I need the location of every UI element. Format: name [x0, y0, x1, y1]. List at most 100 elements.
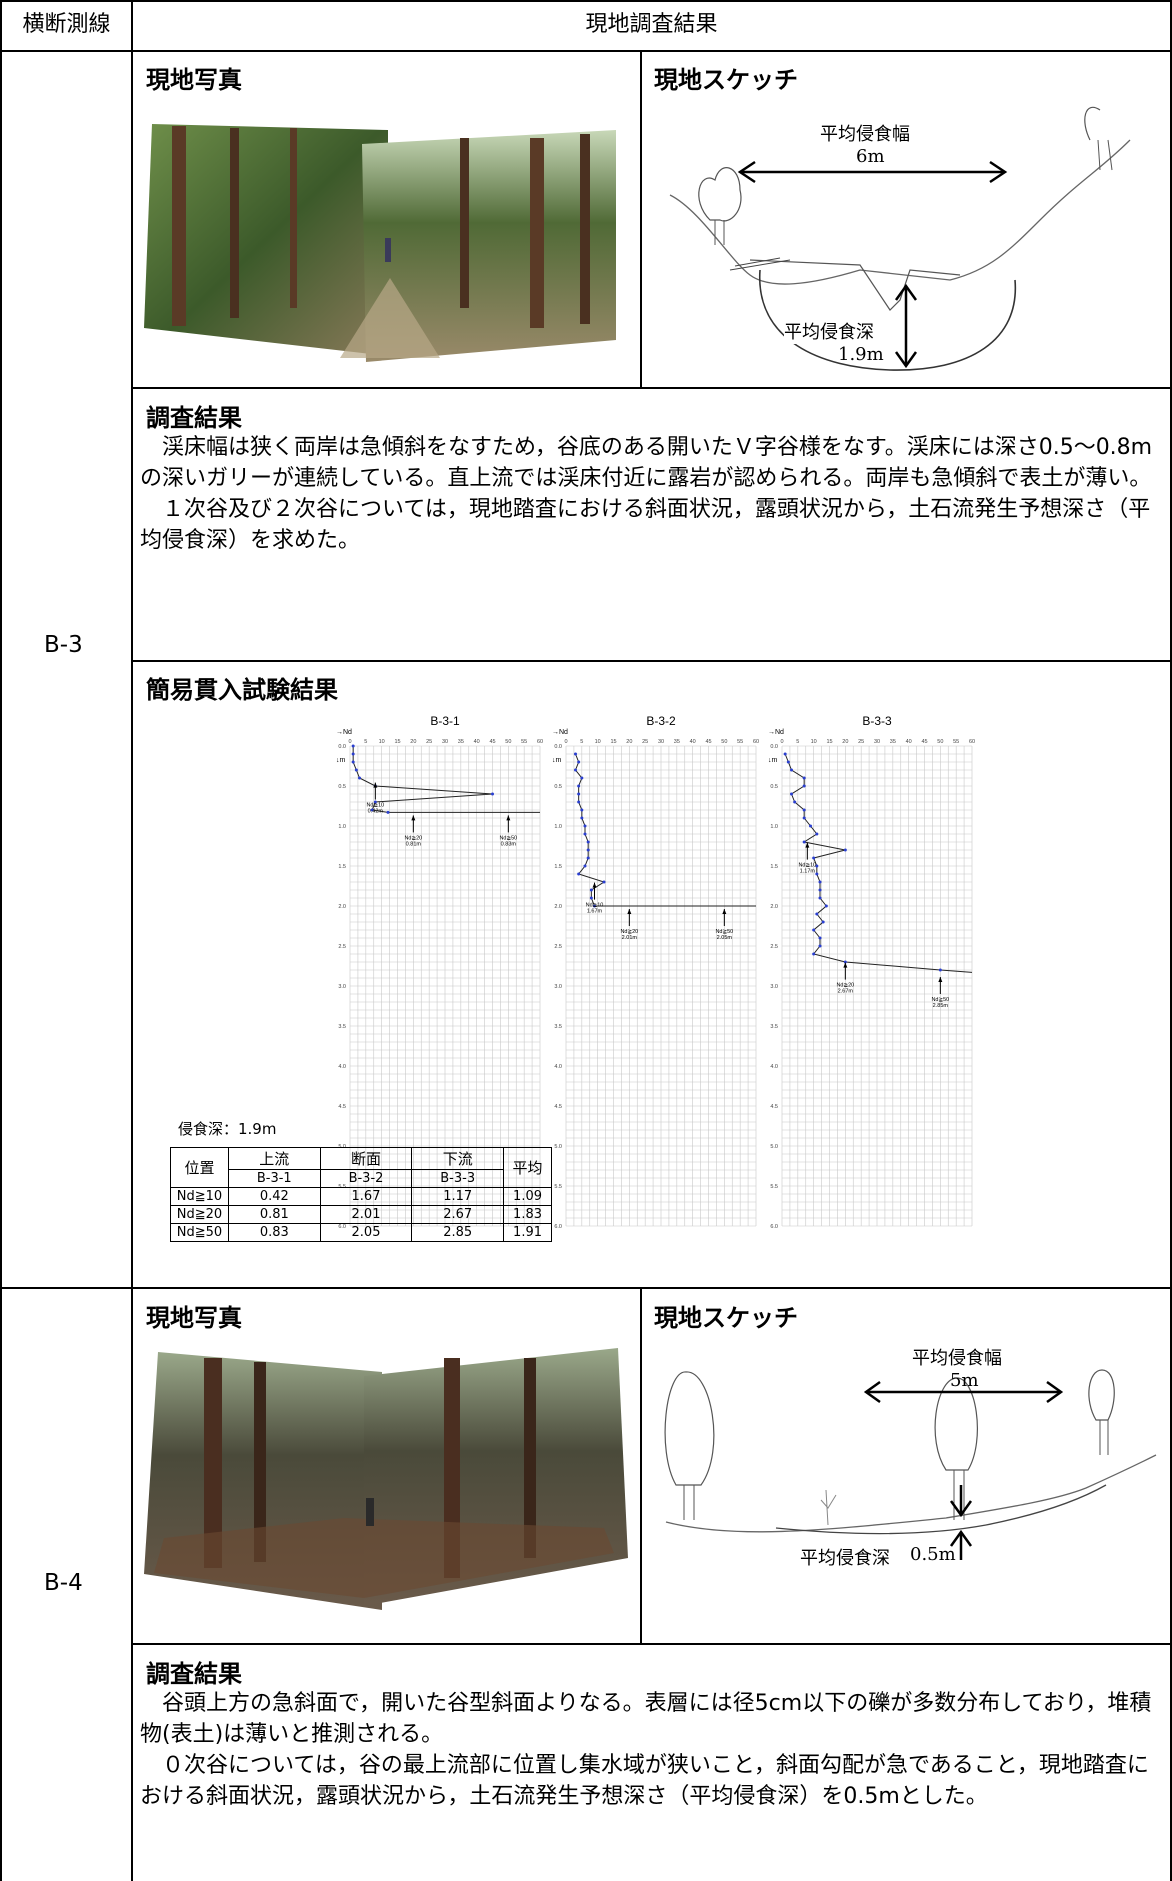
y-tick-label: 3.5: [770, 1024, 778, 1030]
data-point: [790, 792, 793, 796]
data-point: [843, 848, 847, 852]
b4-sketch-width-label: 平均侵食幅: [912, 1348, 1002, 1369]
data-point: [815, 912, 819, 916]
annotation-arrowhead: [411, 815, 416, 821]
y-tick-label: 2.5: [338, 944, 346, 950]
b4-result-text: 谷頭上方の急斜面で，開いた谷型斜面よりなる。表層には径5cm以下の礫が多数分布し…: [140, 1691, 1152, 1809]
b3-sketch-width-label: 平均侵食幅: [820, 124, 910, 145]
y-tick-label: 2.0: [554, 904, 562, 910]
data-point: [351, 752, 355, 756]
b4-label: B-4: [44, 1570, 83, 1596]
b3-sketch-title: 現地スケッチ: [654, 66, 798, 94]
y-tick-label: 6.0: [554, 1224, 562, 1230]
data-point: [815, 864, 819, 868]
y-axis-label: ↓m: [552, 757, 562, 764]
y-tick-label: 3.5: [554, 1024, 562, 1030]
b3-erosion-depth: 侵食深：1.9m: [178, 1120, 277, 1138]
x-tick-label: 45: [921, 739, 927, 745]
b3-sketch-width-value: 6m: [856, 146, 885, 167]
x-tick-label: 10: [595, 739, 601, 745]
annotation-arrowhead: [805, 842, 810, 848]
y-tick-label: 2.5: [554, 944, 562, 950]
data-point: [577, 784, 581, 788]
x-tick-label: 25: [426, 739, 432, 745]
annotation-arrowhead: [722, 909, 727, 914]
chart-title: B-3-2: [646, 714, 676, 728]
th-b3-1: B-3-1: [227, 1169, 321, 1188]
cell-key: Nd≧10: [170, 1187, 229, 1206]
data-point: [821, 920, 825, 924]
chart-title: B-3-3: [862, 714, 892, 728]
series-line: [574, 753, 756, 907]
data-point: [358, 776, 361, 780]
data-point: [351, 744, 355, 748]
data-point: [802, 840, 806, 844]
data-point: [586, 848, 590, 852]
x-tick-label: 55: [737, 739, 743, 745]
annotation-value: 1.17m: [800, 869, 816, 875]
b3-result-text: 渓床幅は狭く両岸は急傾斜をなすため，谷底のある開いたＶ字谷様をなす。渓床には深さ…: [140, 435, 1153, 553]
data-point: [586, 856, 590, 860]
y-tick-label: 1.5: [554, 864, 562, 870]
cell-value: 1.67: [319, 1187, 413, 1206]
y-tick-label: 3.5: [338, 1024, 346, 1030]
cell-value: 2.05: [319, 1223, 413, 1242]
b3-result-title: 調査結果: [146, 404, 242, 432]
x-tick-label: 45: [705, 739, 711, 745]
table-border-top: [0, 0, 1172, 2]
data-point: [818, 888, 822, 892]
x-tick-label: 5: [364, 739, 367, 745]
x-tick-label: 30: [874, 739, 880, 745]
th-average: 平均: [503, 1147, 552, 1188]
data-point: [809, 824, 812, 828]
y-tick-label: 2.0: [338, 904, 346, 910]
y-tick-label: 0.5: [554, 784, 562, 790]
x-tick-label: 15: [610, 739, 616, 745]
b3-b4-divider: [0, 1287, 1172, 1289]
cell-value: 0.83: [227, 1223, 321, 1242]
data-point: [580, 776, 584, 780]
b3-site-sketch: [669, 106, 1131, 371]
b4-site-sketch: [664, 1369, 1157, 1560]
x-tick-label: 20: [626, 739, 632, 745]
cell-value: 0.42: [227, 1187, 321, 1206]
header-divider: [0, 50, 1172, 52]
annotation-value: 2.05m: [717, 935, 733, 941]
y-tick-label: 1.0: [770, 824, 778, 830]
data-point: [815, 832, 819, 836]
x-tick-label: 40: [690, 739, 696, 745]
x-tick-label: 15: [826, 739, 832, 745]
data-point: [824, 904, 828, 908]
data-point: [583, 832, 587, 836]
annotation-label: Nd≧10: [366, 803, 384, 809]
data-point: [818, 936, 822, 940]
x-tick-label: 0: [348, 739, 351, 745]
y-tick-label: 4.5: [770, 1104, 778, 1110]
data-point: [351, 760, 355, 764]
x-tick-label: 60: [969, 739, 975, 745]
annotation-label: Nd≧20: [620, 929, 638, 935]
b4-sketch-title: 現地スケッチ: [654, 1304, 798, 1332]
annotation-value: 0.81m: [406, 841, 422, 847]
annotation-arrowhead: [627, 909, 632, 914]
annotation-arrowhead: [938, 977, 943, 982]
data-point: [577, 760, 581, 764]
y-tick-label: 4.0: [338, 1064, 346, 1070]
data-point: [790, 768, 793, 772]
data-point: [602, 880, 606, 884]
b3-summary-table: 位置 上流 断面 下流 平均 B-3-1 B-3-2 B-3-3 Nd≧10 0…: [170, 1147, 552, 1242]
x-tick-label: 60: [753, 739, 759, 745]
annotation-label: Nd≧50: [499, 835, 517, 841]
data-point: [812, 856, 816, 860]
data-point: [373, 800, 377, 804]
cell-value: 2.67: [411, 1205, 505, 1224]
cell-value: 1.09: [503, 1187, 552, 1206]
y-tick-label: 1.0: [338, 824, 346, 830]
b4-row-divider: [131, 1643, 1172, 1645]
data-point: [370, 808, 374, 812]
y-axis-label: ↓m: [336, 757, 346, 764]
cell-value: 1.91: [503, 1223, 552, 1242]
data-point: [589, 896, 593, 900]
